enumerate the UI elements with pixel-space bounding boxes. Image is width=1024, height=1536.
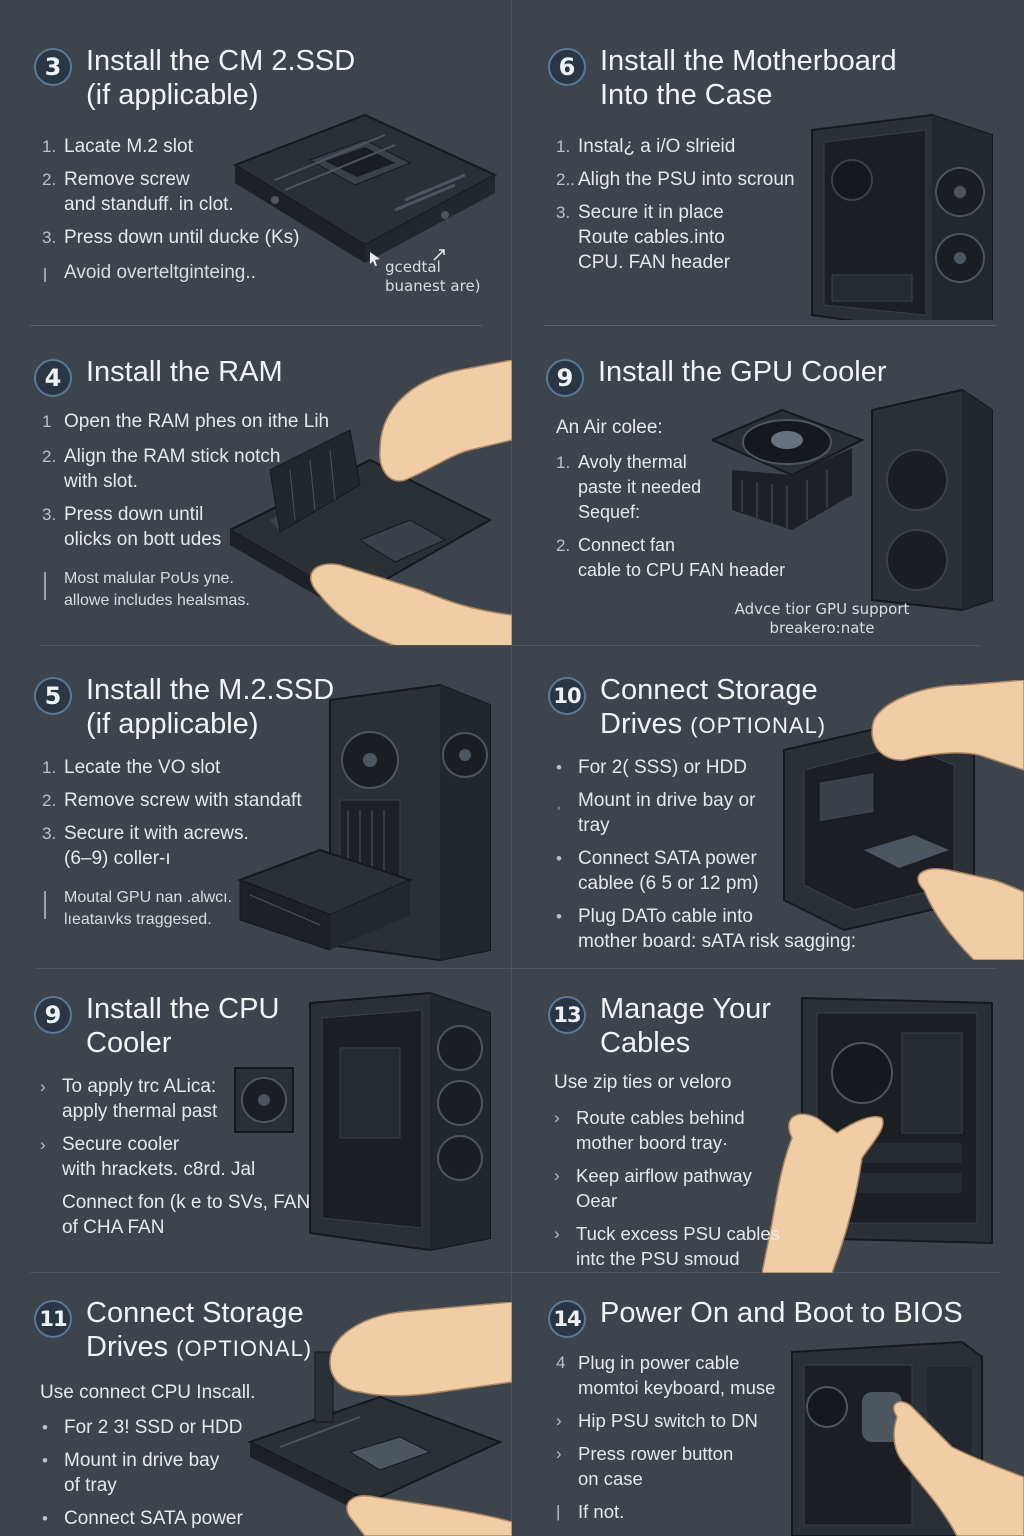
step-panel-install-cpu-cooler: 9 Install the CPU Cooler ›To apply trc A… — [0, 968, 512, 1288]
step-number-badge: 11 — [34, 1300, 72, 1338]
step-panel-install-motherboard: 6 Install the Motherboard Into the Case … — [512, 0, 1024, 320]
list-item: ›To apply trc ALica: apply thermal past — [40, 1076, 218, 1122]
step-number-badge: 14 — [548, 1300, 586, 1338]
step-panel-connect-storage-2: 11 Connect Storage Drives (OPTIONAL) Use… — [0, 1272, 512, 1536]
list-item: •Connect SATA power — [42, 1508, 243, 1529]
step-title: Install the CPU Cooler — [86, 993, 280, 1059]
side-label: gcedtal buanest are) — [385, 258, 481, 295]
list-item: •Connect SATA power cablee (6 5 or 12 pm… — [556, 848, 759, 894]
section-lead: An Air colee: — [556, 417, 663, 438]
step-panel-manage-cables: 13 Manage Your Cables Use zip ties or ve… — [512, 968, 1024, 1288]
pc-case-illustration — [811, 113, 993, 320]
list-item: ›Secure cooler with hrackets. c8rd. Jal — [40, 1134, 256, 1180]
section-lead: Use zip ties or veloro — [554, 1072, 732, 1093]
list-item: 1.Avoly thermal paste it needed Sequef: — [556, 452, 702, 522]
step-title: Manage Your Cables — [600, 993, 771, 1059]
optional-label: (OPTIONAL) — [690, 713, 827, 738]
list-item: 1.Lacate M.2 slot — [42, 136, 193, 157]
pc-case-illustration — [234, 991, 491, 1252]
row-divider — [30, 1272, 1000, 1273]
step-number-badge: 9 — [34, 996, 72, 1034]
row-divider — [40, 645, 980, 646]
side-label: Advce tior GPU support breakero:nate — [734, 600, 910, 637]
step-panel-connect-storage: 10 Connect Storage Drives (OPTIONAL) •Fo… — [512, 645, 1024, 965]
tip-note: Most malular PoUs yne. allowe includes h… — [42, 568, 329, 612]
list-item: 3.Press down until ducke (Ks) — [42, 227, 300, 248]
section-lead: Use connect CPU Inscall. — [40, 1382, 256, 1403]
step-title: Install the RAM — [86, 356, 283, 388]
list-item: |If not. — [556, 1501, 625, 1522]
drive-install-illustration — [247, 1302, 512, 1536]
list-item: ›Route cables behind mother boord tray· — [554, 1107, 745, 1153]
list-item: Connect fon (k e to SVs, FAN of CHA FAN — [62, 1192, 311, 1238]
list-item: 3.Secure it in place Route cables.into C… — [556, 202, 731, 273]
step-title: Install the CM 2.SSD (if applicable) — [86, 45, 356, 111]
ram-install-illustration — [230, 360, 512, 645]
step-title: Install the Motherboard Into the Case — [600, 45, 897, 111]
step-panel-install-m2-ssd-2: 5 Install the M.2.SSD (if applicable) 1.… — [0, 645, 512, 965]
list-item: ›Keep airflow pathway Oear — [554, 1165, 752, 1211]
step-number-badge: 9 — [546, 359, 584, 397]
step-title: Power On and Boot to BIOS — [600, 1297, 963, 1329]
step-number-badge: 4 — [34, 359, 72, 397]
motherboard-illustration — [232, 113, 498, 263]
list-item: 2.Align the RAM stick notch with slot. — [42, 446, 281, 492]
list-item: 1.Instal¿ a i/O slrieid — [556, 136, 736, 157]
list-item: •For 2 3! SSD or HDD — [42, 1417, 243, 1438]
step-number-badge: 10 — [548, 677, 586, 715]
column-divider — [511, 0, 512, 1536]
step-title: Install the GPU Cooler — [598, 356, 887, 388]
step-number-badge: 5 — [34, 677, 72, 715]
tip-note: Moutal GPU nan .alwcı. lıeataıvks tragge… — [42, 887, 302, 931]
list-item: 2.Connect fan cable to CPU FAN header — [556, 535, 786, 580]
list-item: ›Tuck excess PSU cables intc the PSU smo… — [554, 1223, 780, 1269]
cursor-arrow-icon — [370, 252, 380, 266]
optional-label: (OPTIONAL) — [176, 1336, 313, 1361]
cable-management-illustration — [762, 996, 993, 1273]
pc-case-illustration — [237, 683, 491, 962]
list-item: ›Press ɾower button on case — [556, 1443, 734, 1489]
step-number-badge: 6 — [548, 48, 586, 86]
list-item: •For 2( SSS) or HDD — [556, 757, 747, 778]
step-number-badge: 3 — [34, 48, 72, 86]
list-item: 2..Aligh the PSU into scroun — [556, 169, 795, 190]
step-panel-install-gpu-cooler: 9 Install the GPU Cooler An Air colee: 1… — [512, 325, 1024, 645]
list-item: 2.Remove screw with standaft — [42, 790, 302, 811]
drive-install-illustration — [783, 680, 1024, 960]
step-panel-install-m2-ssd: 3 Install the CM 2.SSD (if applicable) 1… — [0, 0, 512, 320]
step-title: Connect Storage Drives (OPTIONAL) — [600, 674, 827, 740]
tip-note: Avoid overteltginteing.. — [42, 262, 300, 284]
list-item: 3.Secure it with acrews. (6–9) coller-ı — [42, 823, 249, 869]
list-item: •Plug DATo cable into mother board: sATA… — [556, 906, 857, 952]
list-item: 2.Remove screw and standuff. in clot. — [42, 169, 234, 215]
list-item: 1.Lecate the VO slot — [42, 757, 221, 778]
cpu-cooler-illustration — [712, 388, 993, 612]
sparkle-icon — [433, 249, 445, 261]
step-title: Install the M.2.SSD (if applicable) — [86, 674, 335, 740]
list-item: ›Hip PSU switch to DN — [556, 1410, 758, 1431]
list-item: •Mount in drive bay of tray — [42, 1450, 220, 1496]
step-title: Connect Storage Drives (OPTIONAL) — [86, 1297, 313, 1363]
power-on-illustration — [791, 1340, 1024, 1536]
list-item: 3.Press down until olicks on bott udes — [42, 504, 222, 550]
row-divider — [544, 325, 996, 326]
step-number-badge: 13 — [548, 996, 586, 1034]
row-divider — [36, 968, 996, 969]
row-divider — [30, 325, 482, 326]
